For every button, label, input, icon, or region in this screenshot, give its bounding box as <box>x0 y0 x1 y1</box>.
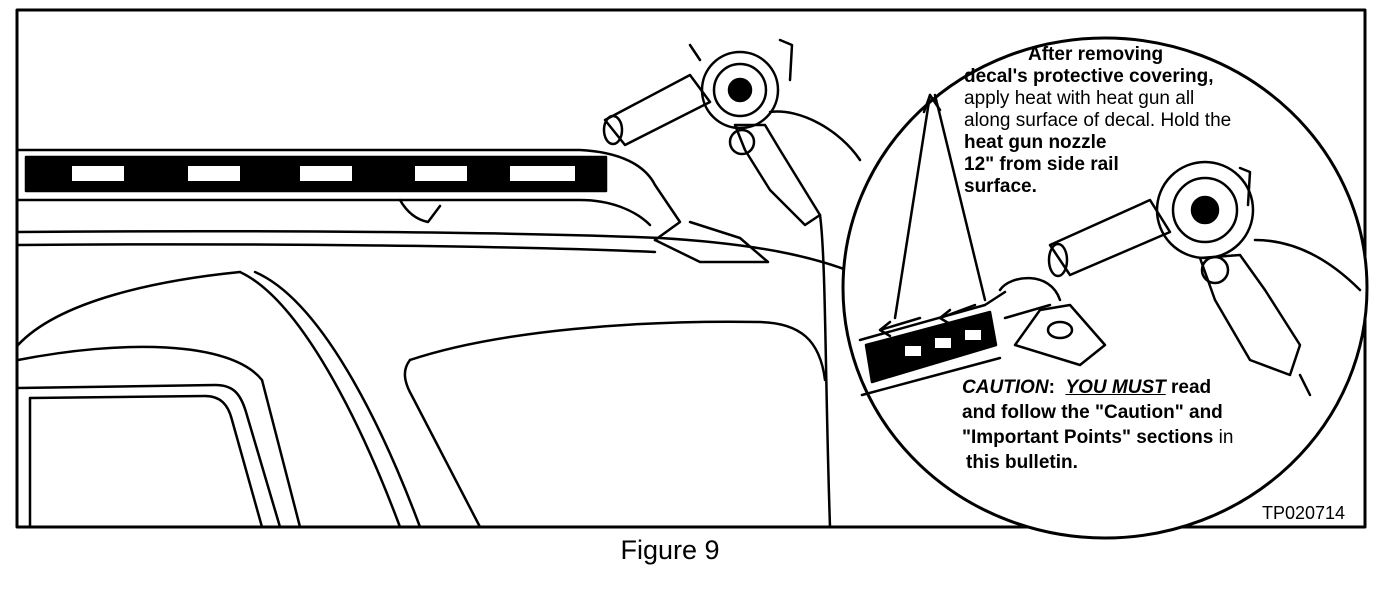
pointer-arrows <box>878 93 987 338</box>
caution-line-3-rest: in <box>1213 427 1234 448</box>
instruction-line-4: along surface of decal. Hold the <box>964 110 1232 131</box>
caution-line-2: and follow the "Caution" and <box>962 402 1223 423</box>
detail-inset <box>841 36 1369 540</box>
terra-decal <box>24 155 608 193</box>
instruction-line-2: decal's protective covering, <box>964 66 1214 87</box>
figure-caption: Figure 9 <box>620 535 720 565</box>
roof-side-rail <box>16 148 770 264</box>
caution-line-3: "Important Points" sections in <box>962 427 1233 449</box>
important-points-text: "Important Points" sections <box>962 427 1214 448</box>
heat-gun-closeup-icon <box>1047 160 1362 397</box>
nozzle-closeup <box>998 276 1107 367</box>
figure-id-label: TP020714 <box>1262 503 1346 523</box>
caution-line-1-rest: read <box>1165 377 1212 398</box>
caution-colon: : <box>1048 377 1066 398</box>
caution-line-1: CAUTION: YOU MUST read <box>962 377 1211 399</box>
instruction-line-6: 12" from side rail <box>964 154 1119 175</box>
caution-line-4: this bulletin. <box>966 452 1078 473</box>
instruction-line-1: After removing <box>1028 44 1164 65</box>
vehicle-roof <box>16 230 882 529</box>
heat-gun-icon <box>602 38 862 529</box>
you-must-emphasis: YOU MUST <box>1065 377 1166 398</box>
caution-label: CAUTION <box>962 377 1049 398</box>
instruction-line-5: heat gun nozzle <box>964 132 1107 153</box>
instruction-line-3: apply heat with heat gun all <box>964 88 1195 109</box>
instruction-line-7: surface. <box>964 176 1037 197</box>
